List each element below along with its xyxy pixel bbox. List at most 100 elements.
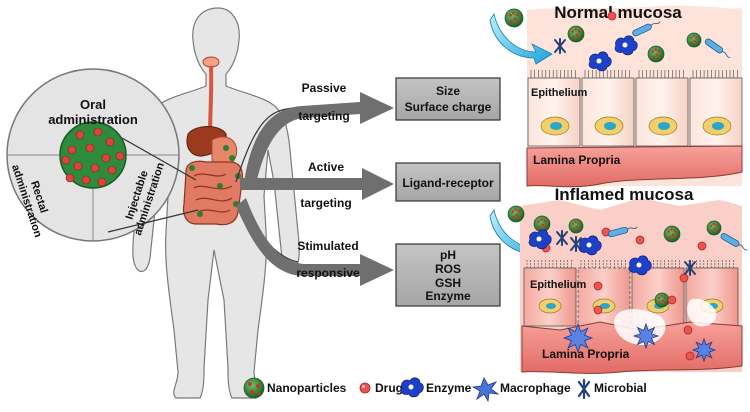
nanoparticle-icon: [507, 205, 525, 223]
active-box: [395, 162, 501, 202]
administration-routes: Oral administration Rectal administratio…: [6, 68, 180, 242]
inflamed-tissue-damage: [613, 298, 717, 346]
nucleolus: [550, 122, 562, 130]
drug-icon: [593, 281, 603, 291]
nanoparticle-icon: [504, 8, 524, 28]
nanoparticle-icon: [567, 25, 585, 43]
active-label-line2: targeting: [300, 196, 351, 210]
blue-arrow-normal: [489, 13, 553, 65]
route-oral-line1: Oral: [80, 97, 106, 112]
stimulated-label-line1: Stimulated: [297, 239, 358, 253]
normal-mucosa-panel: Normal mucosa Epithelium Lamina Propria: [504, 3, 743, 188]
legend-microbial-label: Microbial: [594, 381, 647, 395]
passive-label-line2: targeting: [298, 109, 349, 123]
arrow-stimulated: [236, 198, 394, 286]
drug-icon: [667, 295, 677, 305]
stimulated-label-line2: responsive: [296, 266, 360, 280]
enzyme-icon: [614, 35, 638, 56]
drug-icon: [697, 241, 707, 251]
normal-title: Normal mucosa: [554, 3, 682, 22]
drug-particle: [85, 143, 95, 153]
drug-particle: [61, 155, 71, 165]
microbial-icon: [570, 236, 582, 252]
nucleolus: [604, 122, 616, 130]
stimulated-box-line3: GSH: [435, 276, 461, 290]
nanoparticle-icon: [706, 220, 722, 236]
drug-particle: [107, 165, 117, 175]
nanoparticle-icon: [663, 225, 681, 243]
microbial-icon: [684, 260, 696, 276]
drug-icon: [683, 325, 693, 335]
microbial-icon: [720, 233, 748, 251]
epithelial-cell: [581, 77, 635, 147]
stimulated-box: [395, 243, 501, 307]
mouth-icon: [202, 56, 220, 68]
legend-macrophage-icon: [471, 377, 500, 403]
legend-nanoparticles-label: Nanoparticles: [267, 381, 347, 395]
drug-particle: [73, 161, 83, 171]
inflamed-mucosa-panel: Inflamed mucosa Epithelium Lamina Propri…: [507, 185, 748, 374]
inflamed-lamina-label: Lamina Propria: [542, 347, 630, 361]
drug-particle: [65, 173, 75, 183]
legend-enzyme-icon: [400, 377, 424, 398]
arrow-passive: [244, 92, 394, 184]
epithelial-cell: [689, 77, 743, 147]
microbial-icon: [556, 230, 568, 246]
legend-microbial-icon: [577, 378, 591, 400]
nucleolus: [546, 303, 556, 309]
passive-box-line2: Surface charge: [405, 100, 492, 114]
normal-lumen-items: [504, 8, 731, 72]
drug-particle: [81, 175, 91, 185]
strategy-boxes: Size Surface charge Ligand-receptor pH R…: [395, 77, 501, 307]
legend-nanoparticle-icon: [243, 377, 265, 399]
legend-enzyme-label: Enzyme: [426, 381, 472, 395]
enzyme-icon: [588, 51, 612, 72]
microbial-icon: [632, 21, 661, 37]
arrow-labels: Passive targeting Active targeting Stimu…: [296, 81, 360, 280]
stimulated-box-line4: Enzyme: [425, 289, 471, 303]
nucleolus: [600, 303, 610, 309]
macrophage-icon: [632, 322, 660, 350]
passive-box: [395, 77, 501, 121]
active-box-line1: Ligand-receptor: [402, 176, 494, 190]
passive-box-line1: Size: [436, 84, 460, 98]
inflamed-title: Inflamed mucosa: [555, 185, 694, 204]
macrophage-icon: [691, 337, 717, 363]
gastrointestinal-tract: [182, 56, 244, 226]
inflamed-lumen-items: [507, 205, 748, 363]
drug-icon: [679, 273, 689, 283]
drug-icon: [685, 351, 695, 361]
nucleolus: [712, 122, 724, 130]
drug-particle: [90, 163, 100, 173]
microbial-icon: [607, 226, 638, 238]
drug-particle: [67, 145, 77, 155]
nanoparticle-icon: [647, 45, 665, 63]
drug-particle: [115, 151, 125, 161]
nanoparticle-icon: [654, 292, 670, 308]
nanoparticle-icon: [568, 218, 584, 234]
legend-drug-icon: [359, 382, 371, 394]
normal-lamina-label: Lamina Propria: [533, 153, 621, 167]
inflamed-epithelium-label: Epithelium: [530, 279, 586, 291]
enzyme-icon: [528, 229, 552, 250]
normal-epithelium-label: Epithelium: [531, 87, 587, 99]
stimulated-box-line1: pH: [440, 248, 456, 262]
drug-particle: [97, 177, 107, 187]
arrow-active: [240, 168, 394, 200]
epithelial-cell: [523, 267, 577, 327]
macrophage-icon: [562, 322, 594, 354]
nanoparticle-icon: [533, 215, 551, 233]
route-oral-line2: administration: [48, 112, 138, 127]
drug-particle: [105, 137, 115, 147]
drug-particle: [93, 127, 103, 137]
legend: Nanoparticles Drugs Enzyme Macrophage Mi…: [243, 377, 647, 403]
active-label-line1: Active: [308, 160, 344, 174]
enzyme-icon: [578, 235, 602, 256]
nucleolus: [658, 122, 670, 130]
intestines-icon: [182, 160, 244, 226]
normal-lamina-propria: [526, 145, 743, 188]
drug-icon: [607, 11, 617, 21]
legend-macrophage-label: Macrophage: [500, 381, 571, 395]
